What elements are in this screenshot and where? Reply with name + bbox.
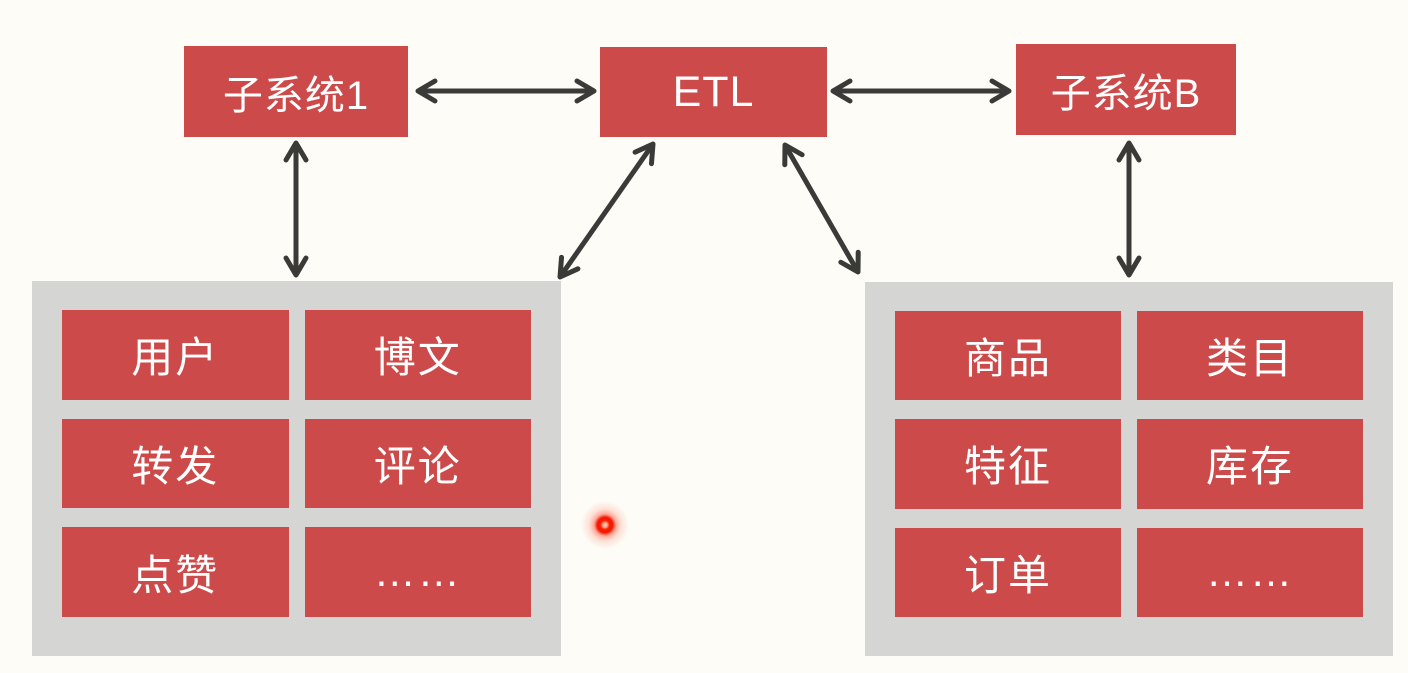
cell-reposts: 转发 — [62, 418, 289, 509]
arrow-etl-left-group — [557, 141, 656, 280]
cell-orders: 订单 — [895, 527, 1121, 617]
cell-categories: 类目 — [1137, 311, 1363, 401]
cell-inventory: 库存 — [1137, 419, 1363, 509]
cell-left-ellipsis: …… — [304, 527, 531, 617]
cell-right-ellipsis: …… — [1137, 527, 1363, 617]
cell-features-label: 特征 — [963, 443, 1052, 491]
node-etl: ETL — [600, 47, 827, 137]
cell-orders-label: 订单 — [963, 551, 1052, 599]
cell-products: 商品 — [895, 311, 1121, 401]
cell-users: 用户 — [62, 310, 289, 400]
right-table-group: 商品 类目 特征 库存 订单 …… — [865, 282, 1393, 656]
left-table-group: 用户 博文 转发 评论 点赞 …… — [32, 281, 561, 656]
cell-comments-label: 评论 — [373, 442, 462, 490]
cell-blog-posts-label: 博文 — [373, 334, 462, 382]
cell-features: 特征 — [895, 419, 1121, 509]
arrow-etl-right-group — [782, 142, 861, 275]
node-subsystem-1-label: 子系统1 — [222, 73, 370, 118]
laser-pointer-dot — [580, 500, 630, 550]
cell-blog-posts: 博文 — [304, 310, 531, 400]
cell-users-label: 用户 — [131, 334, 220, 382]
cell-categories-label: 类目 — [1205, 335, 1294, 383]
cell-comments: 评论 — [304, 418, 531, 509]
cell-reposts-label: 转发 — [131, 442, 220, 490]
cell-right-ellipsis-label: …… — [1206, 548, 1294, 596]
cell-left-ellipsis-label: …… — [373, 548, 462, 596]
cell-products-label: 商品 — [963, 335, 1052, 383]
node-subsystem-b-label: 子系统B — [1050, 71, 1202, 116]
cell-likes-label: 点赞 — [131, 551, 220, 599]
node-subsystem-1: 子系统1 — [184, 46, 408, 137]
node-subsystem-b: 子系统B — [1016, 44, 1236, 135]
node-etl-label: ETL — [672, 67, 755, 116]
cell-inventory-label: 库存 — [1205, 443, 1294, 491]
cell-likes: 点赞 — [62, 527, 289, 617]
